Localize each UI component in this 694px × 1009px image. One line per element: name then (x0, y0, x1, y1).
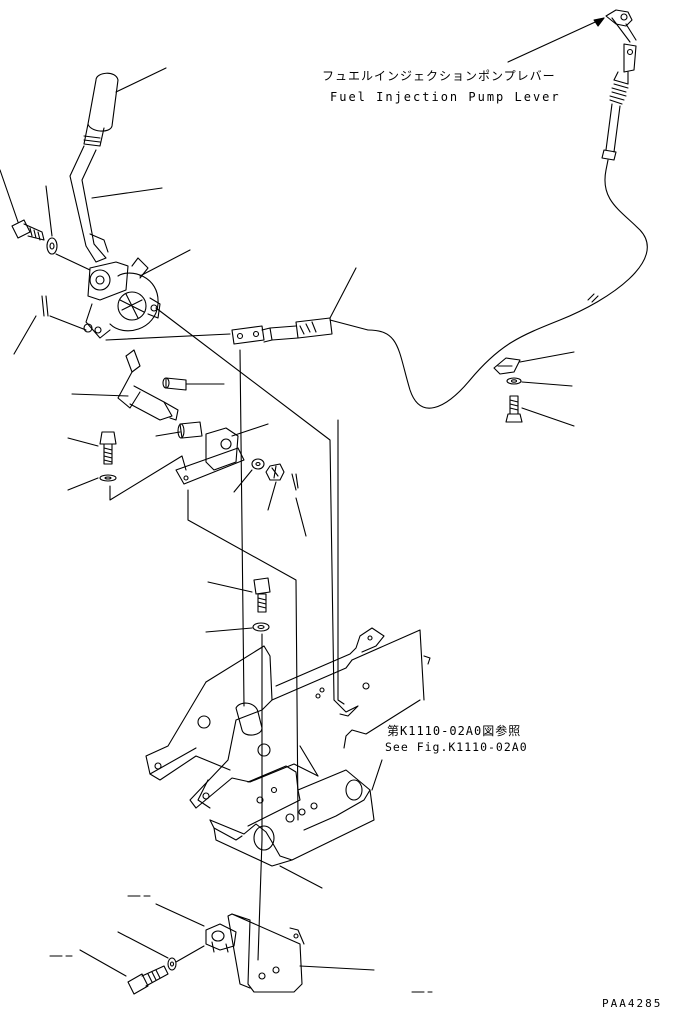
cable-end-connector (231, 317, 369, 345)
bolt-bottom (127, 965, 169, 995)
leader-line (519, 351, 575, 363)
leader-line (67, 437, 99, 447)
bolt-mid-left (99, 431, 117, 465)
lever-knob (83, 72, 119, 147)
leader-line (233, 469, 253, 493)
washer-icon (252, 622, 270, 632)
leader-line (71, 393, 129, 397)
leader-line (267, 481, 277, 511)
see-fig-label-jp: 第K1110-02A0図参照 (387, 724, 522, 738)
pivot-bracket (175, 423, 269, 485)
leader-line (155, 903, 205, 927)
washer-icon (167, 957, 177, 971)
leader-line (91, 187, 163, 199)
leader-line (45, 185, 53, 237)
leader-line (79, 949, 127, 977)
bottom-bracket (227, 913, 305, 993)
leader-line (299, 965, 375, 971)
leader-line (105, 333, 231, 341)
assembly-line (155, 307, 335, 701)
leader-line (49, 315, 87, 331)
throttle-cable (367, 169, 648, 409)
leader-line (205, 627, 253, 633)
bolt-center (253, 577, 271, 613)
lever-bracket-assembly (83, 257, 161, 339)
leader-line (207, 581, 253, 593)
bushing-icon (155, 421, 203, 439)
leader-line (67, 477, 99, 491)
leader-line (521, 381, 573, 387)
leader-line (117, 931, 169, 959)
mounting-frame (145, 627, 431, 889)
drawing-code: PAA4285 (602, 997, 663, 1009)
leader-line (55, 253, 91, 271)
switch-icon (205, 923, 237, 953)
assembly-line (109, 455, 187, 501)
cotter-pin-icon (291, 473, 299, 491)
leader-line (521, 407, 575, 427)
leader-line (0, 169, 19, 223)
assembly-line (239, 349, 245, 707)
castle-nut-icon (265, 463, 285, 481)
leader-arrow (507, 17, 605, 63)
leader-line (13, 315, 37, 355)
washer-icon (99, 474, 117, 482)
assembly-line (257, 633, 263, 961)
leader-line (329, 267, 357, 319)
leader-line (299, 745, 319, 777)
fuel-pump-lever-label-en: Fuel Injection Pump Lever (330, 90, 561, 104)
washer-icon (46, 237, 58, 255)
cable-clevis (601, 43, 637, 171)
fuel-pump-lever-label-jp: フュエルインジェクションポンプレバー (322, 69, 556, 83)
fuel-injection-pump-lever (605, 9, 637, 43)
see-fig-label-en: See Fig.K1110-02A0 (385, 740, 528, 754)
leader-line (115, 67, 167, 93)
pin-icon (162, 377, 225, 391)
cable-clamp-right (493, 357, 523, 423)
leader-line (175, 945, 205, 963)
cotter-pin-left (41, 295, 49, 317)
assembly-line (337, 419, 345, 705)
leader-line (139, 249, 191, 277)
control-lever (69, 145, 109, 263)
bolt-top-left (11, 219, 45, 241)
washer-icon (251, 458, 265, 470)
leader-line (295, 497, 307, 537)
lever-shaft (117, 349, 179, 421)
